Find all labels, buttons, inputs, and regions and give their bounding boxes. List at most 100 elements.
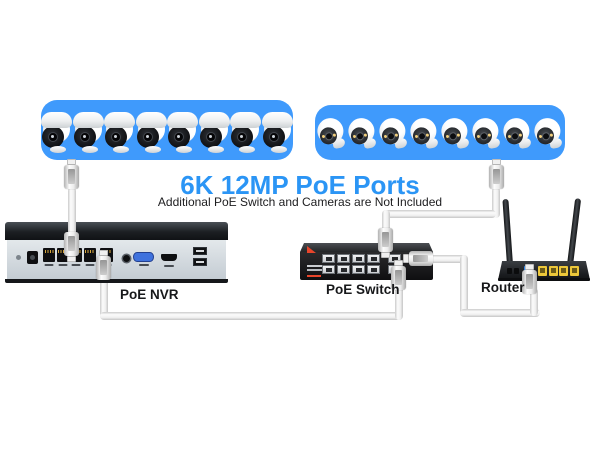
camera-face (105, 126, 128, 148)
camera-base (81, 146, 98, 153)
dome-camera (315, 114, 349, 157)
camera-lens-icon (324, 131, 333, 141)
rj45-connector (378, 228, 393, 258)
ethernet-cable (460, 255, 468, 317)
switch-panel-text-line (307, 265, 334, 267)
lens-glint (240, 135, 244, 138)
turret-camera (135, 112, 167, 156)
camera-base (50, 146, 67, 153)
ethernet-cable (492, 187, 500, 218)
router-button (507, 268, 512, 274)
ethernet-cable (100, 312, 403, 320)
poe-port (322, 265, 335, 274)
ethernet-cable (382, 210, 496, 218)
rj45-connector (64, 232, 79, 262)
poe-port (367, 254, 380, 263)
rj45-connector (403, 251, 433, 266)
camera-cap (104, 112, 136, 128)
poe-port (352, 265, 365, 274)
turret-camera (167, 112, 199, 156)
led-light-icon (487, 133, 492, 137)
turret-camera (72, 112, 104, 156)
poe-port (337, 265, 350, 274)
lan-port (538, 266, 547, 276)
led-light-icon (549, 133, 554, 137)
switch-panel-text-line (307, 269, 328, 271)
poe-switch-device (300, 243, 433, 280)
lens-glint (177, 135, 181, 138)
camera-lens-icon (386, 131, 395, 141)
ethernet-cable (68, 187, 76, 236)
camera-group-right-box (315, 105, 565, 160)
camera-base (270, 146, 287, 153)
nvr-label: PoE NVR (120, 287, 179, 302)
camera-lens-icon (448, 131, 457, 141)
dome-camera (377, 114, 411, 157)
poe-port (43, 248, 55, 262)
switch-label: PoE Switch (326, 282, 400, 297)
usb-port (193, 258, 207, 266)
switch-poe-port-grid (322, 254, 380, 274)
nvr-top-face (5, 222, 228, 240)
router-label: Router (481, 280, 525, 295)
camera-face (136, 126, 159, 148)
router-button (514, 268, 519, 274)
camera-base (176, 146, 193, 153)
audio-jack (123, 255, 130, 262)
turret-camera (230, 112, 262, 156)
headline: 6K 12MP PoE Ports (180, 170, 420, 200)
rj45-connector (391, 260, 406, 290)
camera-face (262, 126, 285, 148)
camera-cap (41, 112, 73, 128)
camera-face (168, 126, 191, 148)
led-light-icon (332, 133, 337, 137)
ethernet-cable (382, 210, 390, 234)
switch-front-panel (300, 252, 433, 280)
usb-port-column (193, 247, 207, 266)
nvr-device (5, 222, 228, 283)
camera-lens-icon (541, 131, 550, 141)
camera-cap (261, 112, 293, 128)
ethernet-cable (430, 255, 468, 263)
dome-camera (408, 114, 442, 157)
switch-top-face (300, 243, 433, 252)
poe-port (367, 265, 380, 274)
led-light-icon (394, 133, 399, 137)
camera-lens-icon (417, 131, 426, 141)
dome-camera (470, 114, 504, 157)
lens-glint (271, 135, 275, 138)
led-light-icon (425, 133, 430, 137)
rj45-connector (64, 159, 79, 189)
dome-camera (501, 114, 535, 157)
camera-cap (198, 112, 230, 128)
power-jack (27, 251, 38, 264)
camera-base (207, 146, 224, 153)
rj45-connector (96, 250, 111, 280)
vga-port (133, 252, 154, 262)
nvr-rear-panel (7, 240, 226, 279)
camera-cap (230, 112, 262, 128)
turret-camera (261, 112, 293, 156)
lens-glint (145, 135, 149, 138)
nvr-bottom-edge (5, 279, 228, 283)
hdmi-port (161, 254, 177, 261)
brand-logo-icon (307, 246, 316, 253)
camera-face (42, 126, 65, 148)
dome-camera (532, 114, 566, 157)
camera-cap (72, 112, 104, 128)
ethernet-cable (100, 278, 108, 320)
switch-panel-red-text (307, 275, 321, 277)
camera-group-left-box (41, 100, 293, 160)
screw-icon (16, 255, 21, 260)
camera-base (113, 146, 130, 153)
dome-camera (439, 114, 473, 157)
ethernet-cable (395, 286, 403, 320)
subheadline: Additional PoE Switch and Cameras are No… (157, 195, 443, 209)
poe-port (352, 254, 365, 263)
led-light-icon (363, 133, 368, 137)
lan-port (569, 266, 579, 276)
lan-port (559, 266, 568, 276)
router-device (498, 261, 590, 280)
led-light-icon (518, 133, 523, 137)
